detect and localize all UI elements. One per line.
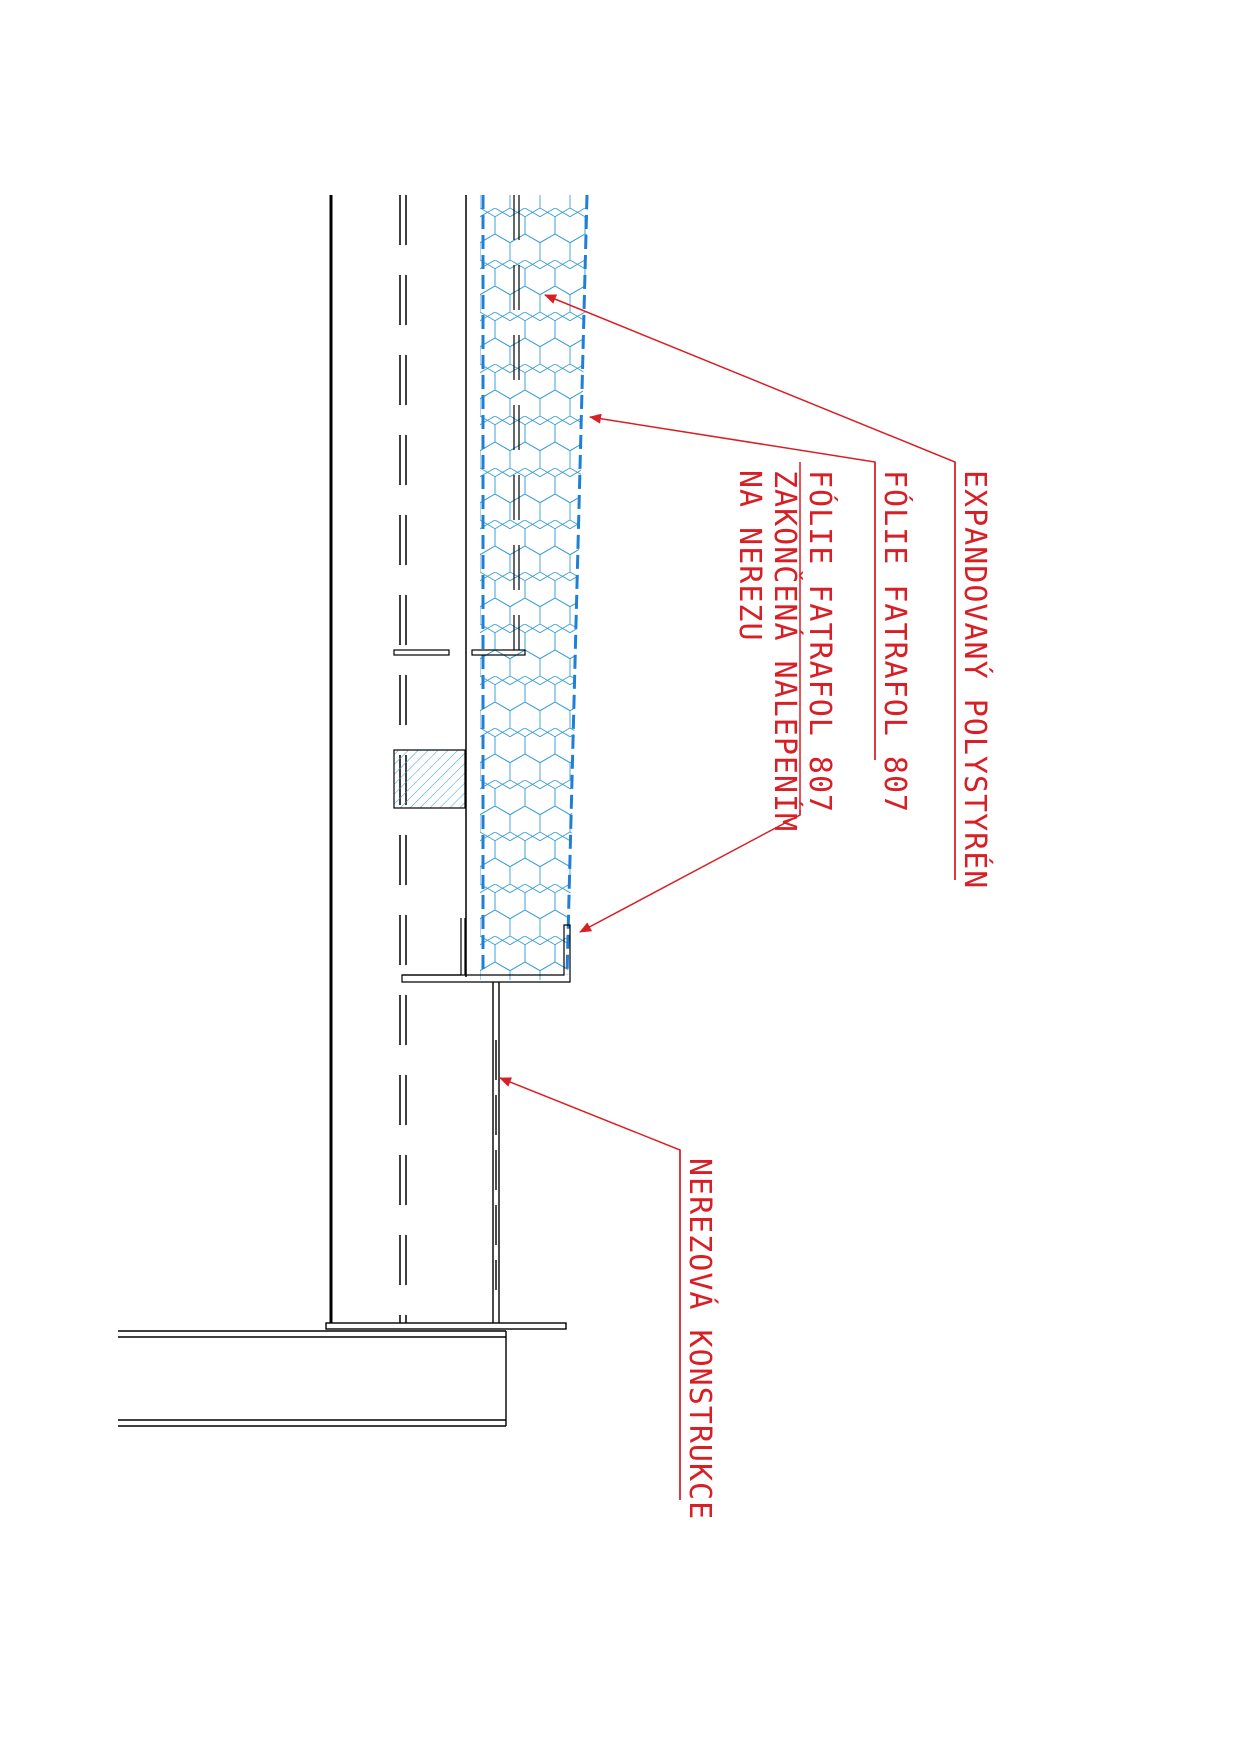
stainless-structure — [492, 982, 500, 1323]
insulation-layer — [480, 195, 588, 980]
label-foil-1: FÓLIE FATRAFOL 807 — [877, 470, 914, 813]
fixing-plates — [393, 649, 526, 656]
label-foil-2-line2: ZAKONČENÁ NALEPENÍM — [767, 470, 804, 832]
insulation-inner-dashed — [513, 195, 520, 650]
label-insulation: EXPANDOVANÝ POLYSTYRÉN — [957, 470, 993, 889]
label-foil-2-line3: NA NEREZU — [732, 470, 767, 642]
label-foil-2-line1: FÓLIE FATRAFOL 807 — [802, 470, 839, 813]
stainless-profile — [401, 918, 571, 983]
foil-lines — [481, 194, 589, 976]
base-slab — [118, 1322, 567, 1427]
timber-block — [393, 749, 466, 809]
label-underlines — [679, 462, 956, 1500]
label-steel: NEREZOVÁ KONSTRUKCE — [682, 1158, 718, 1520]
